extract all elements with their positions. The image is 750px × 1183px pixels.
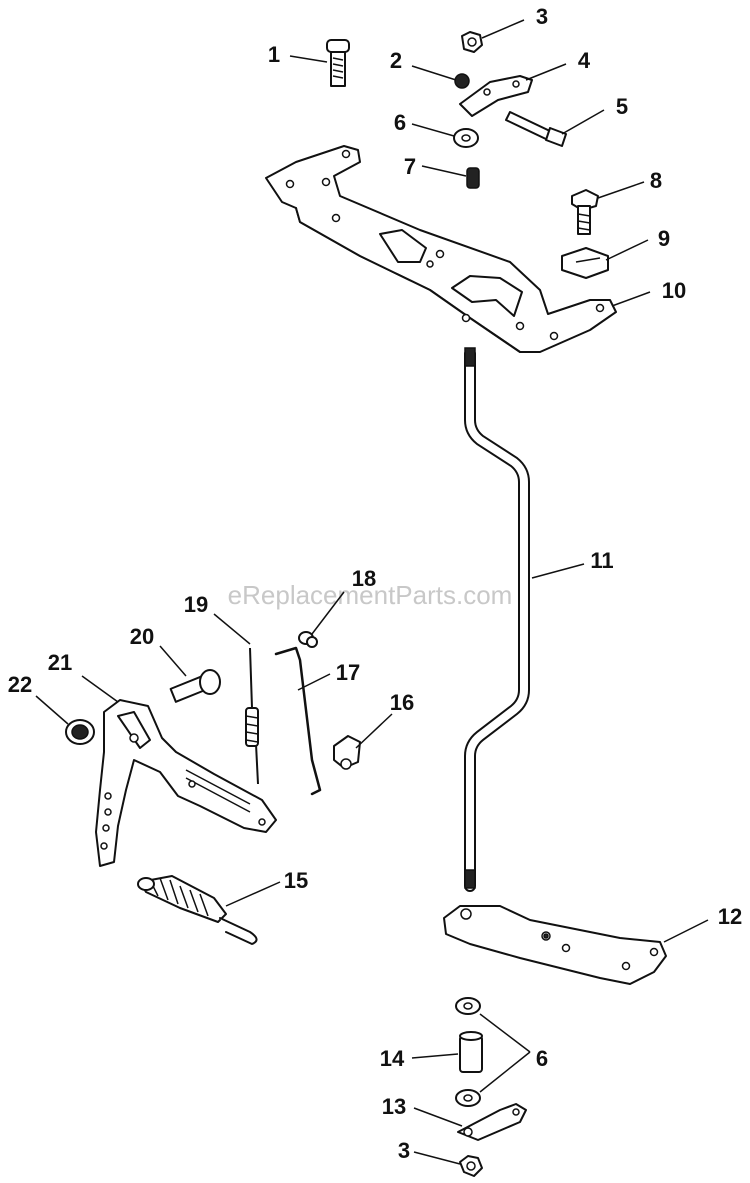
callout-1: 1 <box>268 42 280 67</box>
part-18-clip[interactable] <box>298 631 318 648</box>
watermark-text: eReplacementParts.com <box>228 580 513 610</box>
part-5-bolt[interactable] <box>505 111 567 147</box>
leader-4 <box>525 63 567 81</box>
part-10-mounting-bracket[interactable] <box>265 145 617 353</box>
leader-1 <box>289 55 328 63</box>
leader-19 <box>213 613 251 645</box>
part-13-link[interactable] <box>457 1103 527 1141</box>
callout-9: 9 <box>658 226 670 251</box>
callout-2: 2 <box>390 48 402 73</box>
part-16-clamp[interactable] <box>333 735 361 770</box>
leader-6-top <box>411 123 455 137</box>
part-14-spacer[interactable] <box>459 1031 483 1073</box>
part-3-hex-nut-bottom[interactable] <box>459 1155 483 1177</box>
leader-15 <box>225 881 281 907</box>
callout-17: 17 <box>336 660 360 685</box>
leader-18 <box>311 591 345 635</box>
callout-6-bottom: 6 <box>536 1046 548 1071</box>
leader-7 <box>421 165 467 177</box>
leader-8 <box>597 181 645 199</box>
part-22-nut[interactable] <box>65 719 95 745</box>
callout-7: 7 <box>404 154 416 179</box>
callout-labels: 1 2 3 3 4 5 6 6 7 8 9 10 11 12 13 14 15 … <box>8 4 742 1163</box>
part-12-lower-plate[interactable] <box>443 905 667 985</box>
leader-20 <box>159 645 187 677</box>
leader-3-top <box>481 19 525 39</box>
part-9-clip[interactable] <box>561 247 609 279</box>
leader-6-bottom-a <box>479 1013 531 1053</box>
callout-13: 13 <box>382 1094 406 1119</box>
part-6-washer-top[interactable] <box>453 128 479 148</box>
callout-22: 22 <box>8 672 32 697</box>
part-3-hex-nut-top[interactable] <box>461 31 483 53</box>
part-8-bolt[interactable] <box>571 189 599 235</box>
part-6-washer-bottom-upper[interactable] <box>455 997 481 1015</box>
leader-3-bottom <box>413 1151 461 1165</box>
part-7-set-screw[interactable] <box>466 167 480 189</box>
part-19-spring[interactable] <box>245 647 259 785</box>
part-6-washer-bottom-lower[interactable] <box>455 1089 481 1107</box>
callout-6-top: 6 <box>394 110 406 135</box>
leader-5 <box>561 109 605 135</box>
part-1-screw[interactable] <box>326 39 350 87</box>
leader-6-bottom-b <box>479 1051 531 1093</box>
leader-11 <box>531 563 585 579</box>
callout-15: 15 <box>284 868 308 893</box>
callout-3-top: 3 <box>536 4 548 29</box>
part-11-control-rod[interactable] <box>464 347 530 892</box>
leader-17 <box>297 673 331 691</box>
callout-21: 21 <box>48 650 72 675</box>
callout-4: 4 <box>578 48 591 73</box>
callout-10: 10 <box>662 278 686 303</box>
leader-lines <box>35 19 709 1165</box>
part-21-throttle-lever[interactable] <box>95 699 277 867</box>
leader-2 <box>411 65 457 81</box>
leader-10 <box>611 291 651 307</box>
callout-20: 20 <box>130 624 154 649</box>
leader-12 <box>663 919 709 943</box>
part-2-nut[interactable] <box>454 73 470 89</box>
callout-16: 16 <box>390 690 414 715</box>
part-20-bolt[interactable] <box>169 669 221 703</box>
callout-18: 18 <box>352 566 376 591</box>
callout-14: 14 <box>380 1046 405 1071</box>
callout-11: 11 <box>590 548 613 573</box>
part-17-link-rod[interactable] <box>274 646 322 796</box>
callout-8: 8 <box>650 168 662 193</box>
callout-19: 19 <box>184 592 208 617</box>
callout-12: 12 <box>718 904 742 929</box>
leader-9 <box>605 239 649 261</box>
leader-22 <box>35 695 69 725</box>
leader-16 <box>355 713 393 749</box>
leader-21 <box>81 675 119 703</box>
part-4-lever-plate[interactable] <box>459 75 533 117</box>
leader-13 <box>413 1107 463 1127</box>
leader-14 <box>411 1053 459 1059</box>
part-15-spring[interactable] <box>137 875 258 945</box>
callout-5: 5 <box>616 94 628 119</box>
callout-3-bottom: 3 <box>398 1138 410 1163</box>
